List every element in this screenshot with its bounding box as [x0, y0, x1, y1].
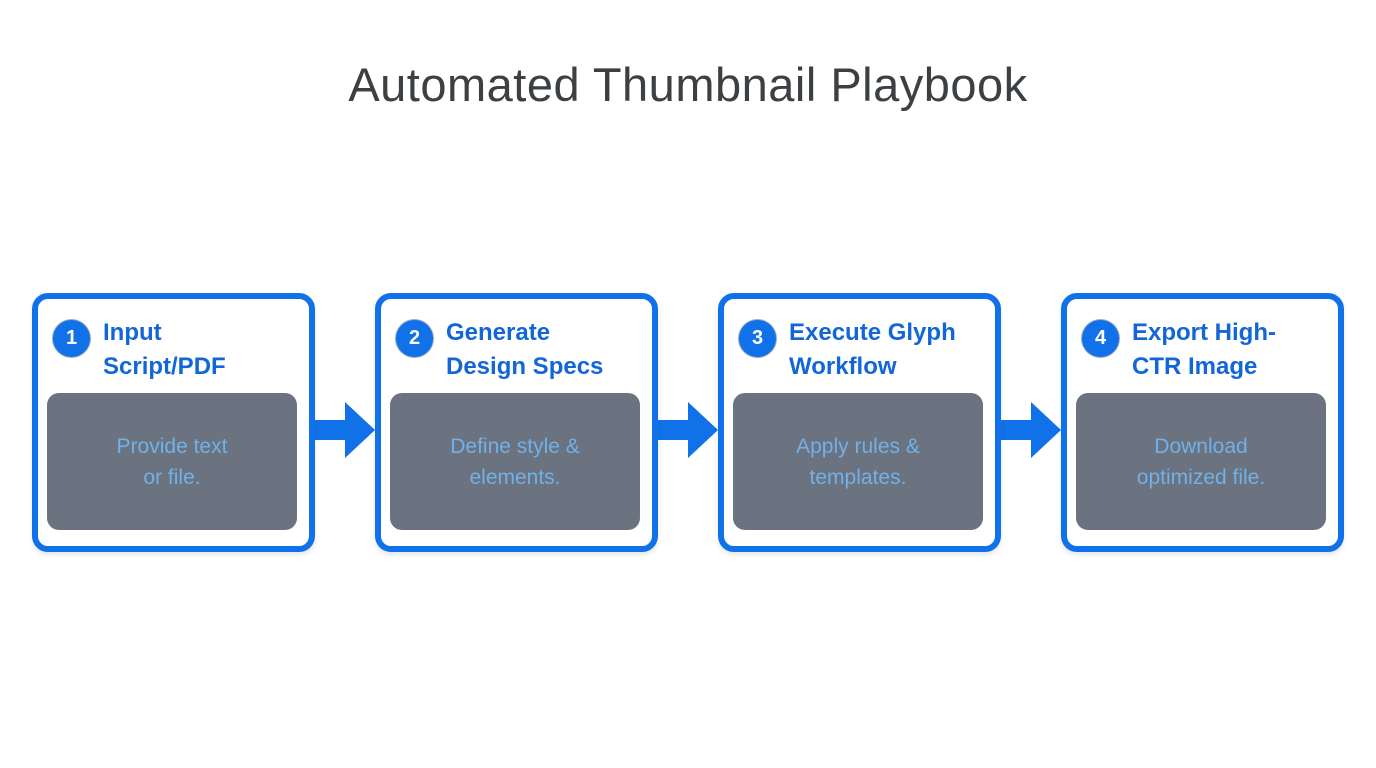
- step-card-header: 2 Generate Design Specs: [381, 299, 652, 384]
- arrow-right-icon: [658, 401, 718, 459]
- step-card-header: 3 Execute Glyph Workflow: [724, 299, 995, 384]
- step-detail-text: Download optimized file.: [1136, 434, 1266, 489]
- step-heading: Generate Design Specs: [446, 319, 604, 380]
- step-detail-box: Define style & elements.: [390, 393, 640, 530]
- step-heading: Execute Glyph Workflow: [789, 319, 956, 380]
- step-card-3: 3 Execute Glyph Workflow Apply rules & t…: [718, 293, 1001, 552]
- page-title: Automated Thumbnail Playbook: [348, 58, 1028, 111]
- step-detail-text: Define style & elements.: [450, 434, 580, 489]
- step-card-1: 1 Input Script/PDF Provide text or file.: [32, 293, 315, 552]
- step-number-badge: 1: [53, 320, 90, 357]
- step-card-header: 1 Input Script/PDF: [38, 299, 309, 384]
- step-card-4: 4 Export High- CTR Image Download optimi…: [1061, 293, 1344, 552]
- step-detail-box: Apply rules & templates.: [733, 393, 983, 530]
- arrow-right-icon: [1001, 401, 1061, 459]
- step-heading: Input Script/PDF: [103, 319, 226, 380]
- step-detail-text: Apply rules & templates.: [796, 434, 920, 489]
- step-detail-text: Provide text or file.: [116, 434, 228, 489]
- flow-diagram: 1 Input Script/PDF Provide text or file.…: [32, 293, 1344, 552]
- step-card-2: 2 Generate Design Specs Define style & e…: [375, 293, 658, 552]
- arrow-right-icon: [315, 401, 375, 459]
- step-number-badge: 3: [739, 320, 776, 357]
- step-detail-box: Provide text or file.: [47, 393, 297, 530]
- step-card-header: 4 Export High- CTR Image: [1067, 299, 1338, 384]
- step-number-badge: 4: [1082, 320, 1119, 357]
- step-heading: Export High- CTR Image: [1132, 319, 1276, 380]
- step-detail-box: Download optimized file.: [1076, 393, 1326, 530]
- step-number-badge: 2: [396, 320, 433, 357]
